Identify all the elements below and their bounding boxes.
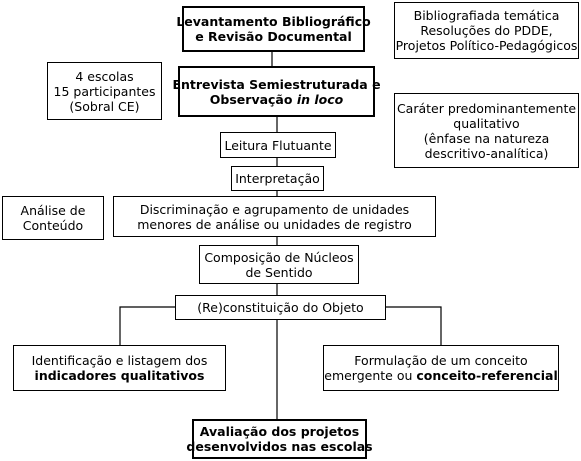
node-levantamento: Levantamento Bibliográfico e Revisão Doc… <box>176 6 371 52</box>
node-analise-line-2: Conteúdo <box>22 218 84 233</box>
node-fontes-line-2: Resoluções do PDDE, <box>420 23 553 38</box>
node-composicao: Composição de Núcleos de Sentido <box>199 245 359 284</box>
node-carater-line-1: Caráter predominantemente <box>396 100 577 116</box>
node-levantamento-line-2: e Revisão Documental <box>195 29 352 44</box>
node-carater-line-4: descritivo-analítica) <box>424 145 549 161</box>
node-levantamento-line-1: Levantamento Bibliográfico <box>176 14 371 29</box>
node-formulacao-line-2: emergente ou conceito-referencial <box>324 368 557 383</box>
node-discriminacao-line-1: Discriminação e agrupamento de unidades <box>139 201 410 217</box>
node-leitura: Leitura Flutuante <box>220 132 336 158</box>
node-reconstituicao-text: (Re)constituição do Objeto <box>197 300 364 315</box>
node-carater-line-2: qualitativo <box>453 115 520 131</box>
node-avaliacao-line-1: Avaliação dos projetos <box>199 424 360 439</box>
node-identificacao: Identificação e listagem dos indicadores… <box>13 345 226 391</box>
node-entrevista-line-2-italic: in loco <box>296 91 344 107</box>
node-escolas: 4 escolas 15 participantes (Sobral CE) <box>47 62 162 120</box>
node-fontes-line-1: Bibliografiada temática <box>413 8 560 23</box>
edge-reconstituicao-identificacao <box>119 306 175 345</box>
node-composicao-line-2: de Sentido <box>245 264 313 280</box>
node-analise-line-1: Análise de <box>20 203 86 218</box>
node-avaliacao-line-2: desenvolvidos nas escolas <box>186 439 373 454</box>
node-entrevista-line-2-prefix: Observação <box>209 91 297 107</box>
node-identificacao-line-1: Identificação e listagem dos <box>31 353 208 368</box>
node-entrevista-line-2: Observação in loco <box>210 92 343 107</box>
node-leitura-text: Leitura Flutuante <box>224 137 332 153</box>
node-formulacao-line-1: Formulação de um conceito <box>354 353 528 368</box>
node-escolas-line-2: 15 participantes <box>53 83 156 99</box>
node-escolas-line-1: 4 escolas <box>75 68 134 84</box>
node-composicao-line-1: Composição de Núcleos <box>204 249 354 265</box>
node-identificacao-line-2: indicadores qualitativos <box>34 368 205 383</box>
node-interpretacao: Interpretação <box>231 166 324 191</box>
node-fontes-line-3: Projetos Político-Pedagógicos <box>395 38 578 53</box>
node-carater-line-3: (ênfase na natureza <box>423 130 550 146</box>
node-formulacao: Formulação de um conceito emergente ou c… <box>323 345 559 391</box>
node-entrevista: Entrevista Semiestruturada e Observação … <box>172 66 381 117</box>
node-discriminacao: Discriminação e agrupamento de unidades … <box>113 196 436 237</box>
edge-reconstituicao-formulacao <box>386 306 442 345</box>
node-analise: Análise de Conteúdo <box>2 196 104 240</box>
node-reconstituicao: (Re)constituição do Objeto <box>175 295 386 320</box>
node-fontes: Bibliografiada temática Resoluções do PD… <box>394 2 579 59</box>
node-carater: Caráter predominantemente qualitativo (ê… <box>394 93 579 168</box>
node-formulacao-line-2-prefix: emergente ou <box>324 368 417 383</box>
node-entrevista-line-1: Entrevista Semiestruturada e <box>172 76 381 92</box>
node-formulacao-line-2-bold: conceito-referencial <box>416 368 558 383</box>
node-avaliacao: Avaliação dos projetos desenvolvidos nas… <box>186 419 373 459</box>
node-discriminacao-line-2: menores de análise ou unidades de regist… <box>137 216 412 232</box>
node-interpretacao-text: Interpretação <box>235 171 320 186</box>
node-escolas-line-3: (Sobral CE) <box>69 98 140 114</box>
